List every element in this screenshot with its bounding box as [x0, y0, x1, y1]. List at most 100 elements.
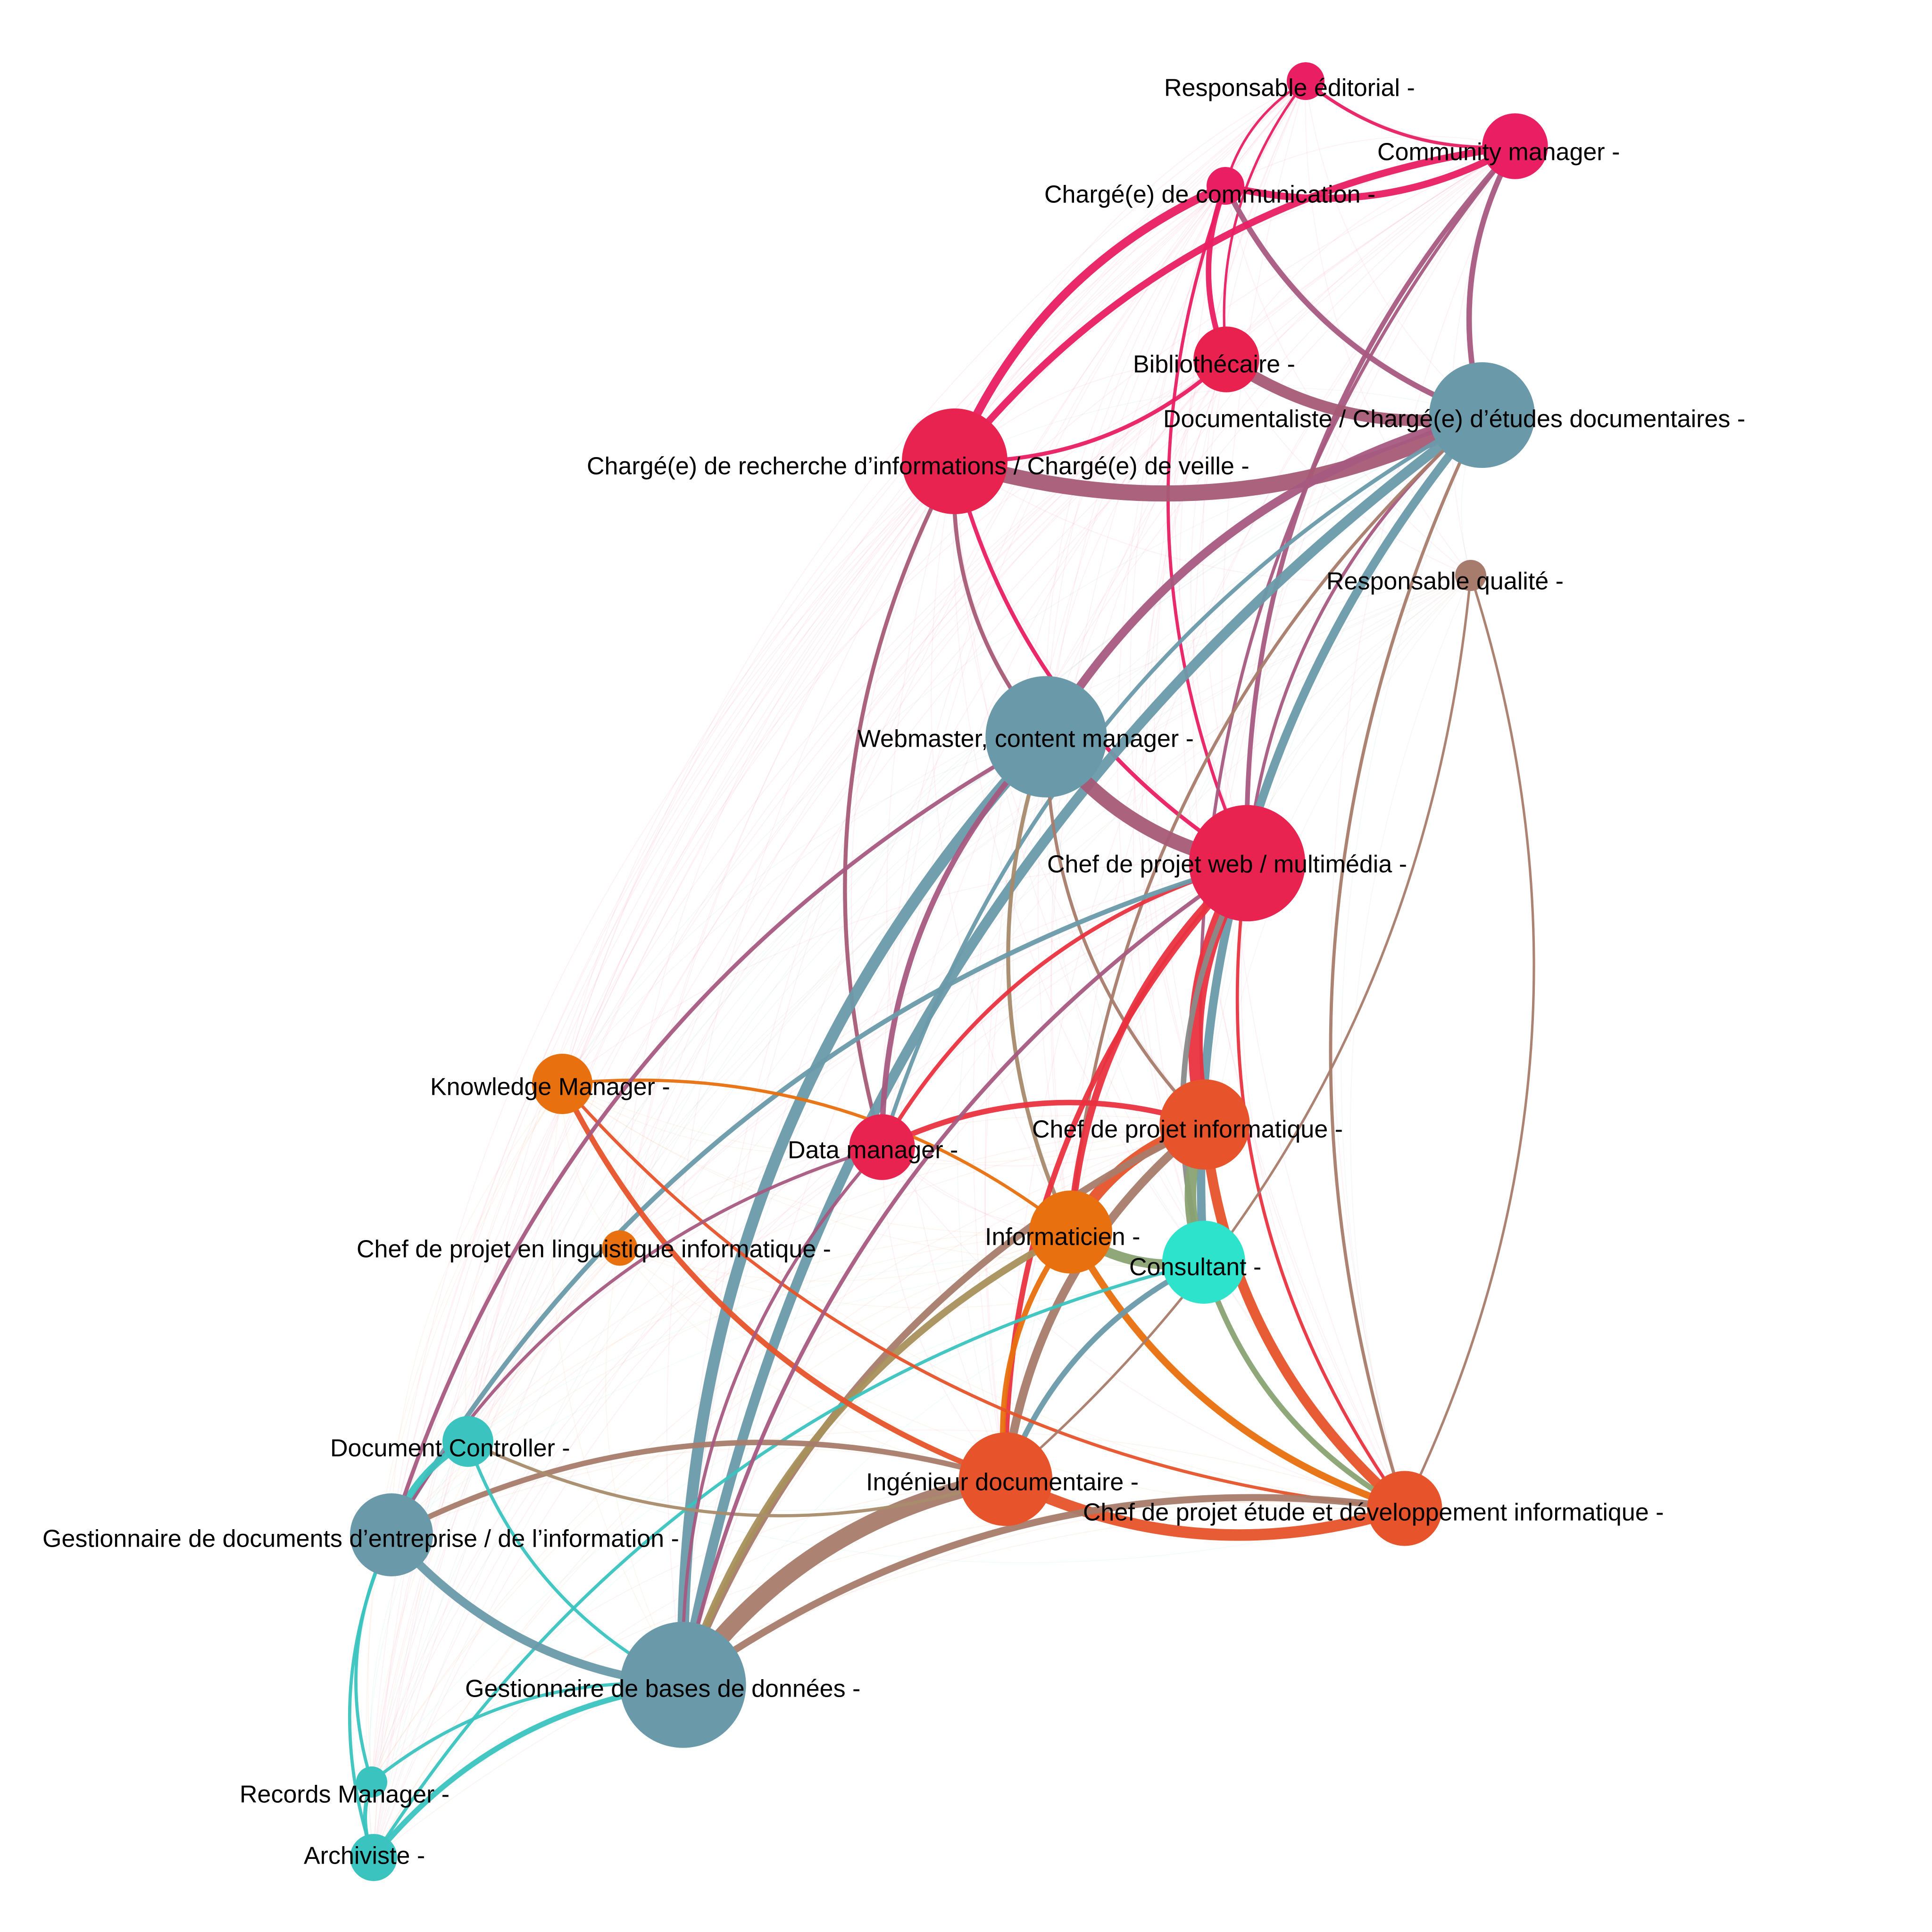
node-resp_editorial[interactable]: [1287, 62, 1324, 100]
faint-edge: [467, 1231, 1071, 1442]
faint-edge: [366, 1083, 563, 1858]
node-label-records: Records Manager -: [240, 1781, 450, 1808]
faint-edge: [467, 461, 955, 1442]
node-label-qualite: Responsable qualité -: [1326, 568, 1564, 595]
faint-edge: [391, 185, 1226, 1535]
faint-edge: [1221, 81, 1405, 1509]
faint-edge: [1044, 736, 1204, 1263]
faint-edge: [1005, 146, 1516, 1480]
edge-recherche-documentaliste: [947, 407, 1490, 502]
faint-edge: [562, 1083, 1006, 1480]
edge-informaticien-knowledge: [560, 1078, 1073, 1234]
node-qualite[interactable]: [1455, 560, 1486, 591]
node-label-chef_info: Chef de projet informatique -: [1032, 1116, 1343, 1143]
faint-edge: [562, 1083, 1204, 1266]
faint-edge: [1190, 359, 1248, 864]
edge-documentaliste-data_manager: [880, 413, 1484, 1149]
node-label-doc_controller: Document Controller -: [330, 1435, 570, 1462]
faint-edge: [562, 185, 1226, 1084]
faint-edge: [1005, 415, 1482, 1480]
node-label-data_manager: Data manager -: [788, 1137, 958, 1164]
faint-edge: [371, 1248, 620, 1782]
faint-edge: [619, 146, 1516, 1249]
node-data_manager[interactable]: [849, 1114, 915, 1180]
edge-ingenieur-gestionnaire_docs: [389, 1440, 1008, 1538]
node-archiviste[interactable]: [350, 1834, 397, 1881]
edge-layer: [348, 79, 1535, 1860]
faint-edge: [373, 1147, 883, 1858]
faint-edge: [1174, 185, 1248, 864]
edge-webmaster-informaticien: [1006, 734, 1073, 1234]
node-communication[interactable]: [1207, 167, 1244, 205]
faint-edge: [1226, 146, 1516, 360]
edge-chef_etude-gestionnaire_bdd: [679, 1494, 1408, 1689]
node-recherche[interactable]: [902, 408, 1008, 514]
faint-edge: [371, 1232, 1071, 1782]
edge-chef_etude-qualite: [1403, 574, 1535, 1510]
faint-edge: [1154, 81, 1306, 1125]
faint-edge: [1146, 359, 1227, 1125]
node-label-consultant: Consultant -: [1129, 1254, 1261, 1281]
faint-edge: [605, 1248, 683, 1685]
faint-edge: [373, 461, 955, 1858]
faint-edge: [467, 1124, 1205, 1442]
node-label-ingenieur: Ingénieur documentaire -: [866, 1469, 1139, 1496]
faint-edge: [373, 863, 1248, 1858]
node-records[interactable]: [356, 1766, 387, 1798]
faint-edge: [562, 81, 1306, 1084]
faint-edge: [371, 415, 1482, 1782]
faint-edge: [371, 81, 1306, 1782]
node-label-chef_web: Chef de projet web / multimédia -: [1047, 851, 1407, 878]
faint-edge: [367, 1083, 563, 1782]
faint-edge: [467, 185, 1226, 1442]
faint-edge: [562, 1083, 1405, 1509]
node-ingenieur[interactable]: [958, 1432, 1053, 1526]
node-gestionnaire_docs[interactable]: [350, 1493, 433, 1576]
faint-edge: [371, 1479, 1006, 1782]
node-knowledge[interactable]: [532, 1054, 592, 1114]
edge-data_manager-gestionnaire_bdd: [681, 1145, 884, 1687]
faint-edge: [1350, 575, 1471, 1509]
edge-communication-chef_web: [1166, 184, 1249, 865]
node-bibliothecaire[interactable]: [1193, 326, 1259, 392]
node-doc_controller[interactable]: [442, 1416, 493, 1467]
faint-edge: [391, 736, 1047, 1535]
faint-edge: [562, 736, 1047, 1084]
node-documentaliste[interactable]: [1429, 362, 1535, 468]
node-layer: [350, 62, 1548, 1881]
node-label-knowledge: Knowledge Manager -: [430, 1074, 670, 1101]
faint-edge: [1241, 863, 1405, 1509]
node-label-webmaster: Webmaster, content manager -: [858, 725, 1194, 753]
faint-edge: [465, 1083, 563, 1442]
faint-edge: [954, 461, 1471, 583]
node-consultant[interactable]: [1162, 1221, 1245, 1304]
node-label-linguistique: Chef de projet en linguistique informati…: [357, 1236, 831, 1263]
faint-edge: [1116, 185, 1226, 1263]
node-community[interactable]: [1482, 113, 1548, 179]
faint-edge: [1046, 146, 1516, 737]
node-chef_info[interactable]: [1159, 1079, 1250, 1170]
node-linguistique[interactable]: [602, 1230, 638, 1266]
node-webmaster[interactable]: [985, 676, 1107, 798]
faint-edge: [1005, 863, 1248, 1480]
faint-edge: [619, 461, 955, 1249]
node-informaticien[interactable]: [1029, 1191, 1112, 1274]
edge-informaticien-gestionnaire_bdd: [679, 1228, 1074, 1689]
node-chef_etude[interactable]: [1367, 1471, 1442, 1546]
edge-chef_web-gestionnaire_docs: [389, 861, 1249, 1537]
faint-edge: [562, 461, 955, 1084]
faint-edge: [1247, 415, 1482, 864]
node-chef_web[interactable]: [1189, 805, 1306, 922]
faint-edge: [954, 387, 1482, 462]
node-gestionnaire_bdd[interactable]: [620, 1622, 746, 1748]
faint-edge: [373, 415, 1482, 1858]
edge-webmaster-data_manager: [879, 734, 1049, 1150]
node-label-bibliothecaire: Bibliothécaire -: [1133, 351, 1295, 378]
faint-edge: [1070, 146, 1516, 1232]
faint-edge: [683, 736, 1047, 1685]
faint-edge: [371, 1501, 1405, 1782]
faint-edge: [373, 81, 1306, 1858]
edge-chef_info-chef_etude: [1199, 1119, 1410, 1514]
faint-edge: [1305, 81, 1482, 416]
